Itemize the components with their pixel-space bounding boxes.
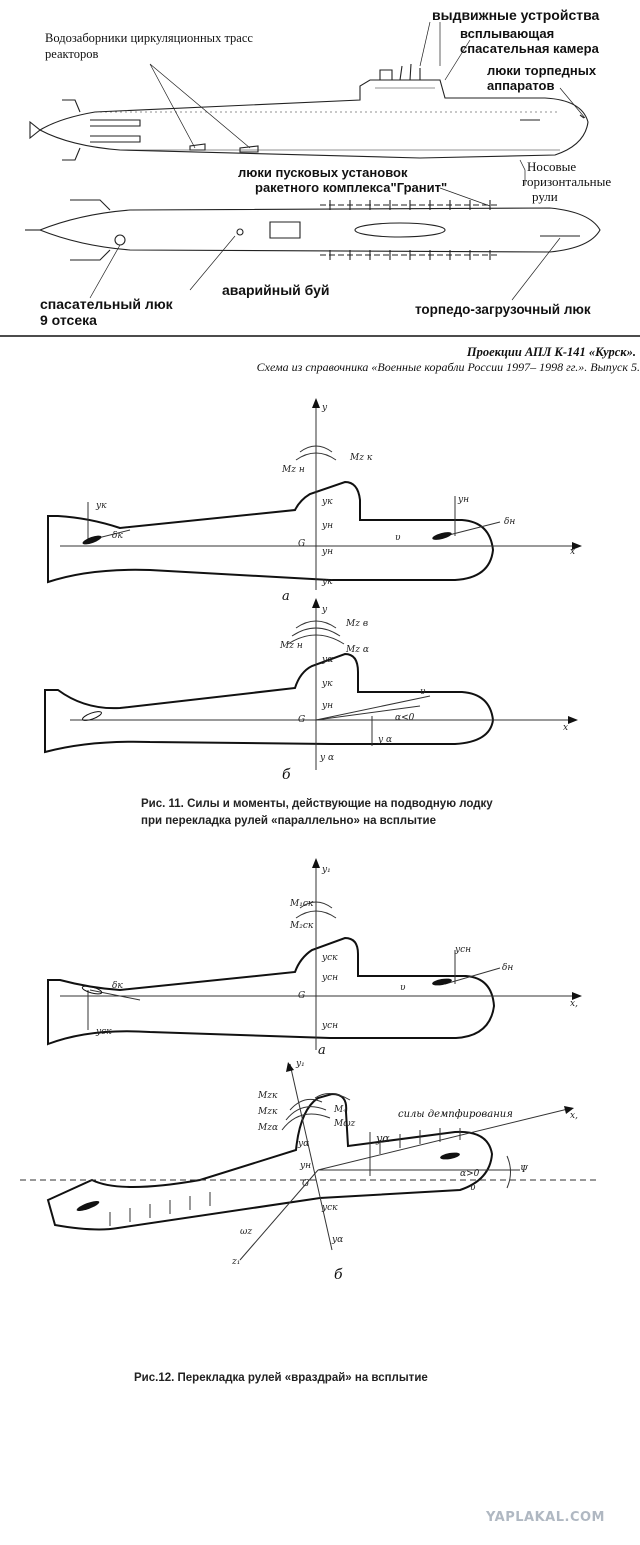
svg-text:Mz α: Mz α [345,645,369,655]
fig11-caption-1: Рис. 11. Силы и моменты, действующие на … [141,798,493,810]
svg-text:yα: yα [321,655,333,665]
svg-text:yсн: yсн [321,1021,338,1031]
svg-text:α<0: α<0 [395,713,415,723]
figure-12-drawing: y₁ M₁ск M₂ск yск yсн yсн G υ yсн δн δк y… [20,858,600,1267]
svg-text:δн: δн [502,963,513,973]
svg-text:δк: δк [112,981,123,991]
svg-text:z₁: z₁ [231,1257,240,1267]
fig12-damping-label: силы демпфирования [398,1109,513,1120]
label-bow-rudders-2: горизонтальные [522,174,612,189]
svg-text:yн: yн [321,547,333,557]
svg-text:δк: δк [112,531,123,541]
svg-text:yсн: yсн [454,945,471,955]
label-emergency-buoy: аварийный буй [222,282,330,298]
svg-text:Mzα: Mzα [257,1123,278,1133]
svg-text:yсн: yсн [321,973,338,983]
svg-text:yк: yк [321,577,333,587]
svg-text:Mz к: Mz к [349,453,373,463]
svg-text:Mz н: Mz н [281,465,305,475]
label-bow-rudders-1: Носовые [527,159,577,174]
svg-text:yн: yн [321,701,333,711]
svg-text:x: x [570,547,575,557]
svg-text:υ: υ [400,983,406,993]
svg-text:G: G [298,539,305,549]
svg-text:yα: yα [375,1132,390,1145]
fig12-part-b: б [334,1267,343,1283]
svg-text:yк: yк [321,679,333,689]
label-launcher-hatches-1: люки пусковых установок [238,165,408,180]
svg-text:ωz: ωz [240,1227,252,1237]
label-rescue-hatch-1: спасательный люк [40,296,173,312]
svg-text:y₁: y₁ [295,1059,305,1069]
svg-text:y: y [321,605,328,615]
svg-text:υ: υ [420,687,426,697]
label-launcher-hatches-2: ракетного комплекса"Гранит" [255,180,448,195]
caption-kursk-subtitle: Схема из справочника «Военные корабли Ро… [256,360,640,374]
svg-text:yск: yск [321,1203,338,1213]
fig11-caption-2: при перекладка рулей «параллельно» на вс… [141,815,437,827]
label-water-intakes-2: реакторов [45,47,99,61]
svg-text:Mzк: Mzк [257,1107,278,1117]
svg-text:Mz н: Mz н [279,641,303,651]
svg-text:Mz в: Mz в [345,619,368,629]
svg-text:yск: yск [321,953,338,963]
svg-text:y₁: y₁ [321,865,331,875]
figure-11-drawing: y Mz н Mz к yк yк yн yн yк G υ yн δн δк … [44,398,582,770]
svg-text:y α: y α [319,753,334,763]
watermark: YAPLAKAL.COM [486,1510,605,1525]
svg-text:yк: yк [95,501,107,511]
svg-text:υ: υ [470,1183,476,1193]
label-bow-rudders-3: рули [532,189,558,204]
svg-text:yα: yα [297,1139,309,1149]
svg-text:G: G [302,1179,309,1189]
svg-text:x,: x, [570,1111,578,1121]
label-rescue-hatch-2: 9 отсека [40,312,97,328]
svg-text:x,: x, [570,999,578,1009]
svg-text:δн: δн [504,517,515,527]
svg-text:M₂ск: M₂ск [289,921,314,931]
svg-text:yк: yк [321,497,333,507]
svg-text:yн: yн [299,1161,311,1171]
kursk-projection-drawing [0,21,640,337]
svg-text:M₁ск: M₁ск [289,899,314,909]
svg-text:Mzк: Mzк [257,1091,278,1101]
svg-text:yн: yн [457,495,469,505]
svg-text:yн: yн [321,521,333,531]
svg-text:υ: υ [395,533,401,543]
svg-text:G: G [298,715,305,725]
fig11-part-a: а [282,589,290,604]
svg-text:y: y [321,403,328,413]
label-torpedo-hatches-1: люки торпедных [487,63,597,78]
svg-text:Ψ: Ψ [520,1165,529,1175]
svg-text:yα: yα [331,1235,343,1245]
fig12-part-a: а [318,1043,326,1058]
svg-text:y α: y α [377,735,392,745]
fig12-caption: Рис.12. Перекладка рулей «враздрай» на в… [134,1372,428,1384]
label-rescue-chamber-2: спасательная камера [460,41,599,56]
svg-text:yск: yск [95,1027,112,1037]
label-rescue-chamber-1: всплывающая [460,26,555,41]
svg-text:α>0: α>0 [460,1169,480,1179]
label-torpedo-loading: торпедо-загрузочный люк [415,302,591,317]
svg-text:Mωz: Mωz [333,1119,356,1129]
svg-text:G: G [298,991,305,1001]
label-torpedo-hatches-2: аппаратов [487,78,555,93]
caption-kursk-title: Проекции АПЛ К-141 «Курск». [466,345,636,359]
label-retractable: выдвижные устройства [432,7,600,23]
label-water-intakes: Водозаборники циркуляционных трасс [45,31,253,45]
svg-text:M₄: M₄ [333,1105,347,1115]
svg-text:x: x [563,723,568,733]
fig11-part-b: б [282,767,291,783]
